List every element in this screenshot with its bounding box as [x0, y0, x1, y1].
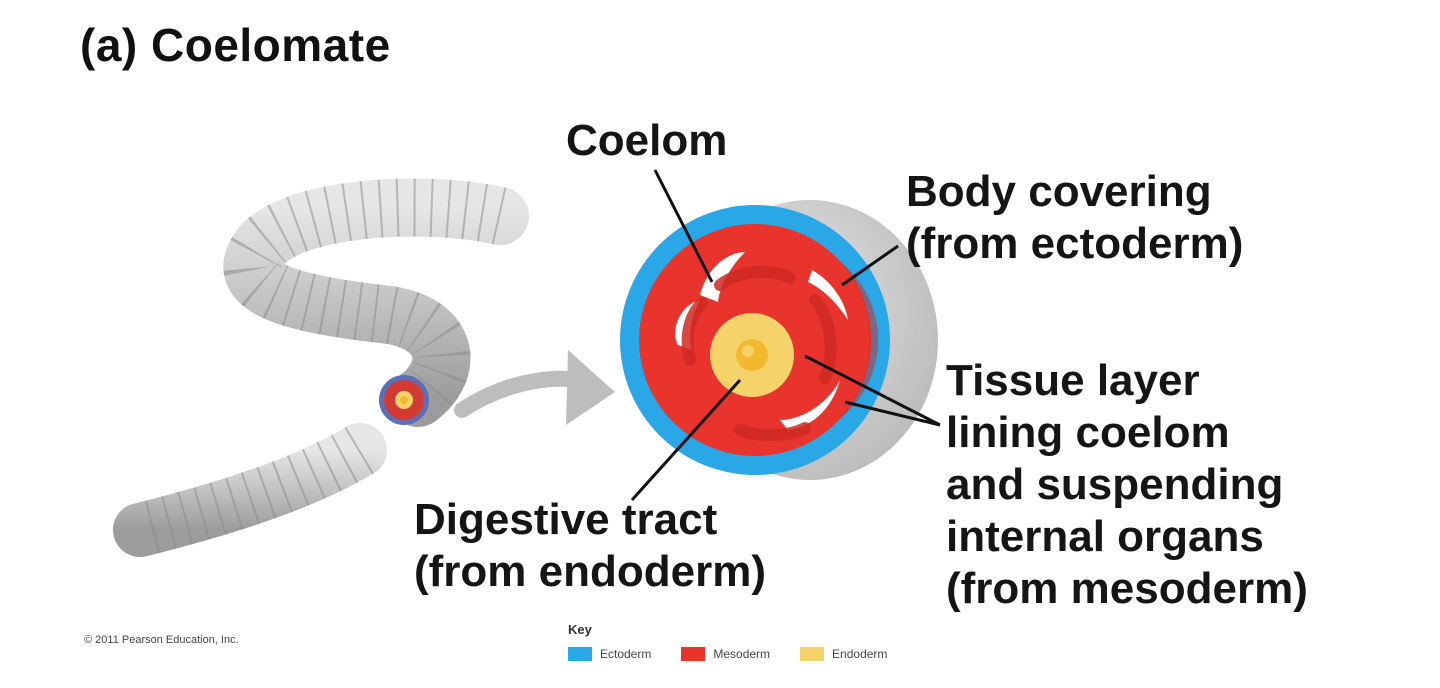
tissue-layer-line-4: internal organs — [946, 512, 1264, 561]
large-cross-section — [620, 200, 938, 480]
key-item-endoderm: Endoderm — [800, 647, 887, 661]
worm-upper-segment — [223, 178, 529, 427]
key-title: Key — [568, 622, 592, 637]
coelom-label-text: Coelom — [566, 116, 728, 165]
key-label-ectoderm: Ectoderm — [600, 647, 652, 661]
worm-lower-segment — [113, 423, 387, 557]
body-covering-line-2: (from ectoderm) — [906, 219, 1244, 268]
digestive-tract-label: Digestive tract (from endoderm) — [414, 494, 766, 598]
key-item-mesoderm: Mesoderm — [681, 647, 770, 661]
endoderm-swatch — [800, 647, 825, 661]
magnify-arrow — [454, 350, 615, 425]
coelom-leader — [653, 169, 714, 283]
leader-lines — [630, 169, 941, 502]
tissue-leader-2 — [844, 400, 941, 427]
key-label-endoderm: Endoderm — [832, 647, 888, 661]
digestive-leader — [630, 378, 742, 502]
ectoderm-swatch — [568, 647, 592, 661]
body-covering-leader — [841, 244, 899, 287]
key-label-mesoderm: Mesoderm — [713, 647, 771, 661]
digestive-tract-line-1: Digestive tract — [414, 495, 718, 544]
tissue-layer-line-3: and suspending — [946, 460, 1284, 509]
digestive-tract-line-2: (from endoderm) — [414, 547, 766, 596]
worm-cross-section-small — [379, 375, 429, 425]
tissue-leader-1 — [804, 354, 941, 427]
key-item-ectoderm: Ectoderm — [568, 647, 651, 661]
copyright-notice: © 2011 Pearson Education, Inc. — [84, 634, 239, 646]
color-key: Key Ectoderm Mesoderm Endoderm — [568, 622, 887, 661]
tissue-layer-line-1: Tissue layer — [946, 356, 1200, 405]
body-covering-line-1: Body covering — [906, 167, 1212, 216]
body-covering-label: Body covering (from ectoderm) — [906, 166, 1243, 270]
coelom-label: Coelom — [566, 115, 727, 167]
mesoderm-swatch — [681, 647, 706, 661]
tissue-layer-line-5: (from mesoderm) — [946, 564, 1308, 613]
tissue-layer-label: Tissue layer lining coelom and suspendin… — [946, 355, 1308, 615]
tissue-layer-line-2: lining coelom — [946, 408, 1230, 457]
figure-title: (a) Coelomate — [80, 19, 391, 71]
mesentery-bands — [681, 265, 837, 442]
